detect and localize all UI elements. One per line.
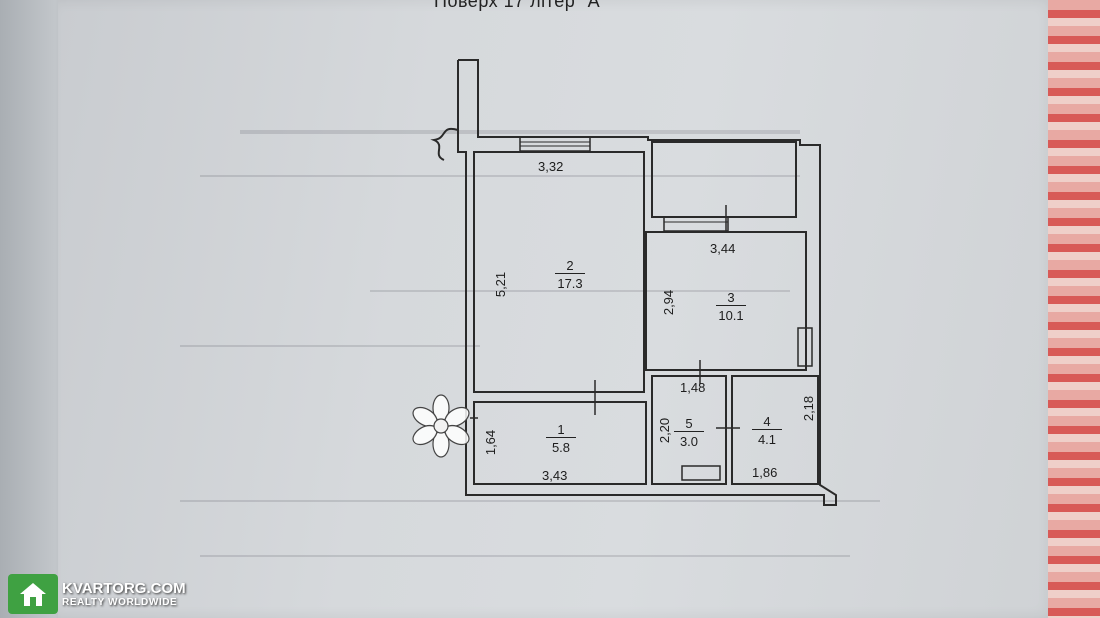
room-5-outline [651, 375, 727, 485]
bleed-through-line [370, 290, 790, 292]
room-number: 5 [685, 416, 693, 431]
radiator-icon [797, 327, 813, 367]
room-number: 4 [763, 414, 771, 429]
dimension-label: 3,32 [538, 159, 564, 174]
dimension-label: 2,18 [801, 395, 817, 422]
window [519, 136, 591, 152]
page-title: Поверх 17 літер "А" [434, 0, 608, 11]
background-cloth [1048, 0, 1100, 618]
fraction-line [674, 431, 704, 432]
fraction-line [546, 437, 576, 438]
room-area: 5.8 [551, 440, 571, 455]
house-icon [8, 574, 58, 614]
room-1-outline [473, 401, 647, 485]
dimension-label: 1,64 [483, 429, 499, 456]
fraction-line [555, 273, 585, 274]
window [663, 216, 729, 232]
room-number: 2 [566, 258, 574, 273]
bleed-through-line [240, 130, 800, 134]
room-2-outline [473, 151, 645, 393]
dimension-label: 1,48 [680, 380, 706, 395]
bleed-through-line [180, 345, 480, 347]
room-area: 4.1 [757, 432, 777, 447]
fraction-line [716, 305, 746, 306]
dimension-label: 5,21 [493, 271, 509, 298]
room-area: 17.3 [557, 276, 583, 291]
dimension-label: 3,44 [710, 241, 736, 256]
dimension-label: 3,43 [542, 468, 568, 483]
chimney-break [430, 127, 459, 161]
logo-brand: KVARTORG.COM [62, 580, 186, 597]
room-area: 3.0 [679, 434, 699, 449]
balcony-outline [651, 141, 797, 218]
watermark-logo: KVARTORG.COM REALTY WORLDWIDE [8, 574, 186, 614]
bleed-through-line [180, 500, 880, 502]
room-number: 3 [727, 290, 735, 305]
fraction-line [752, 429, 782, 430]
watermark-flower-icon [412, 394, 470, 458]
outer-wall [457, 59, 837, 506]
document-page [58, 0, 1058, 618]
room-4-outline [731, 375, 819, 485]
bathtub-icon [681, 465, 721, 481]
dimension-label: 2,94 [661, 289, 677, 316]
room-area: 10.1 [718, 308, 744, 323]
bleed-through-line [200, 175, 800, 177]
logo-tagline: REALTY WORLDWIDE [62, 597, 178, 608]
bleed-through-line [200, 555, 850, 557]
dimension-label: 1,86 [752, 465, 778, 480]
room-number: 1 [557, 422, 565, 437]
